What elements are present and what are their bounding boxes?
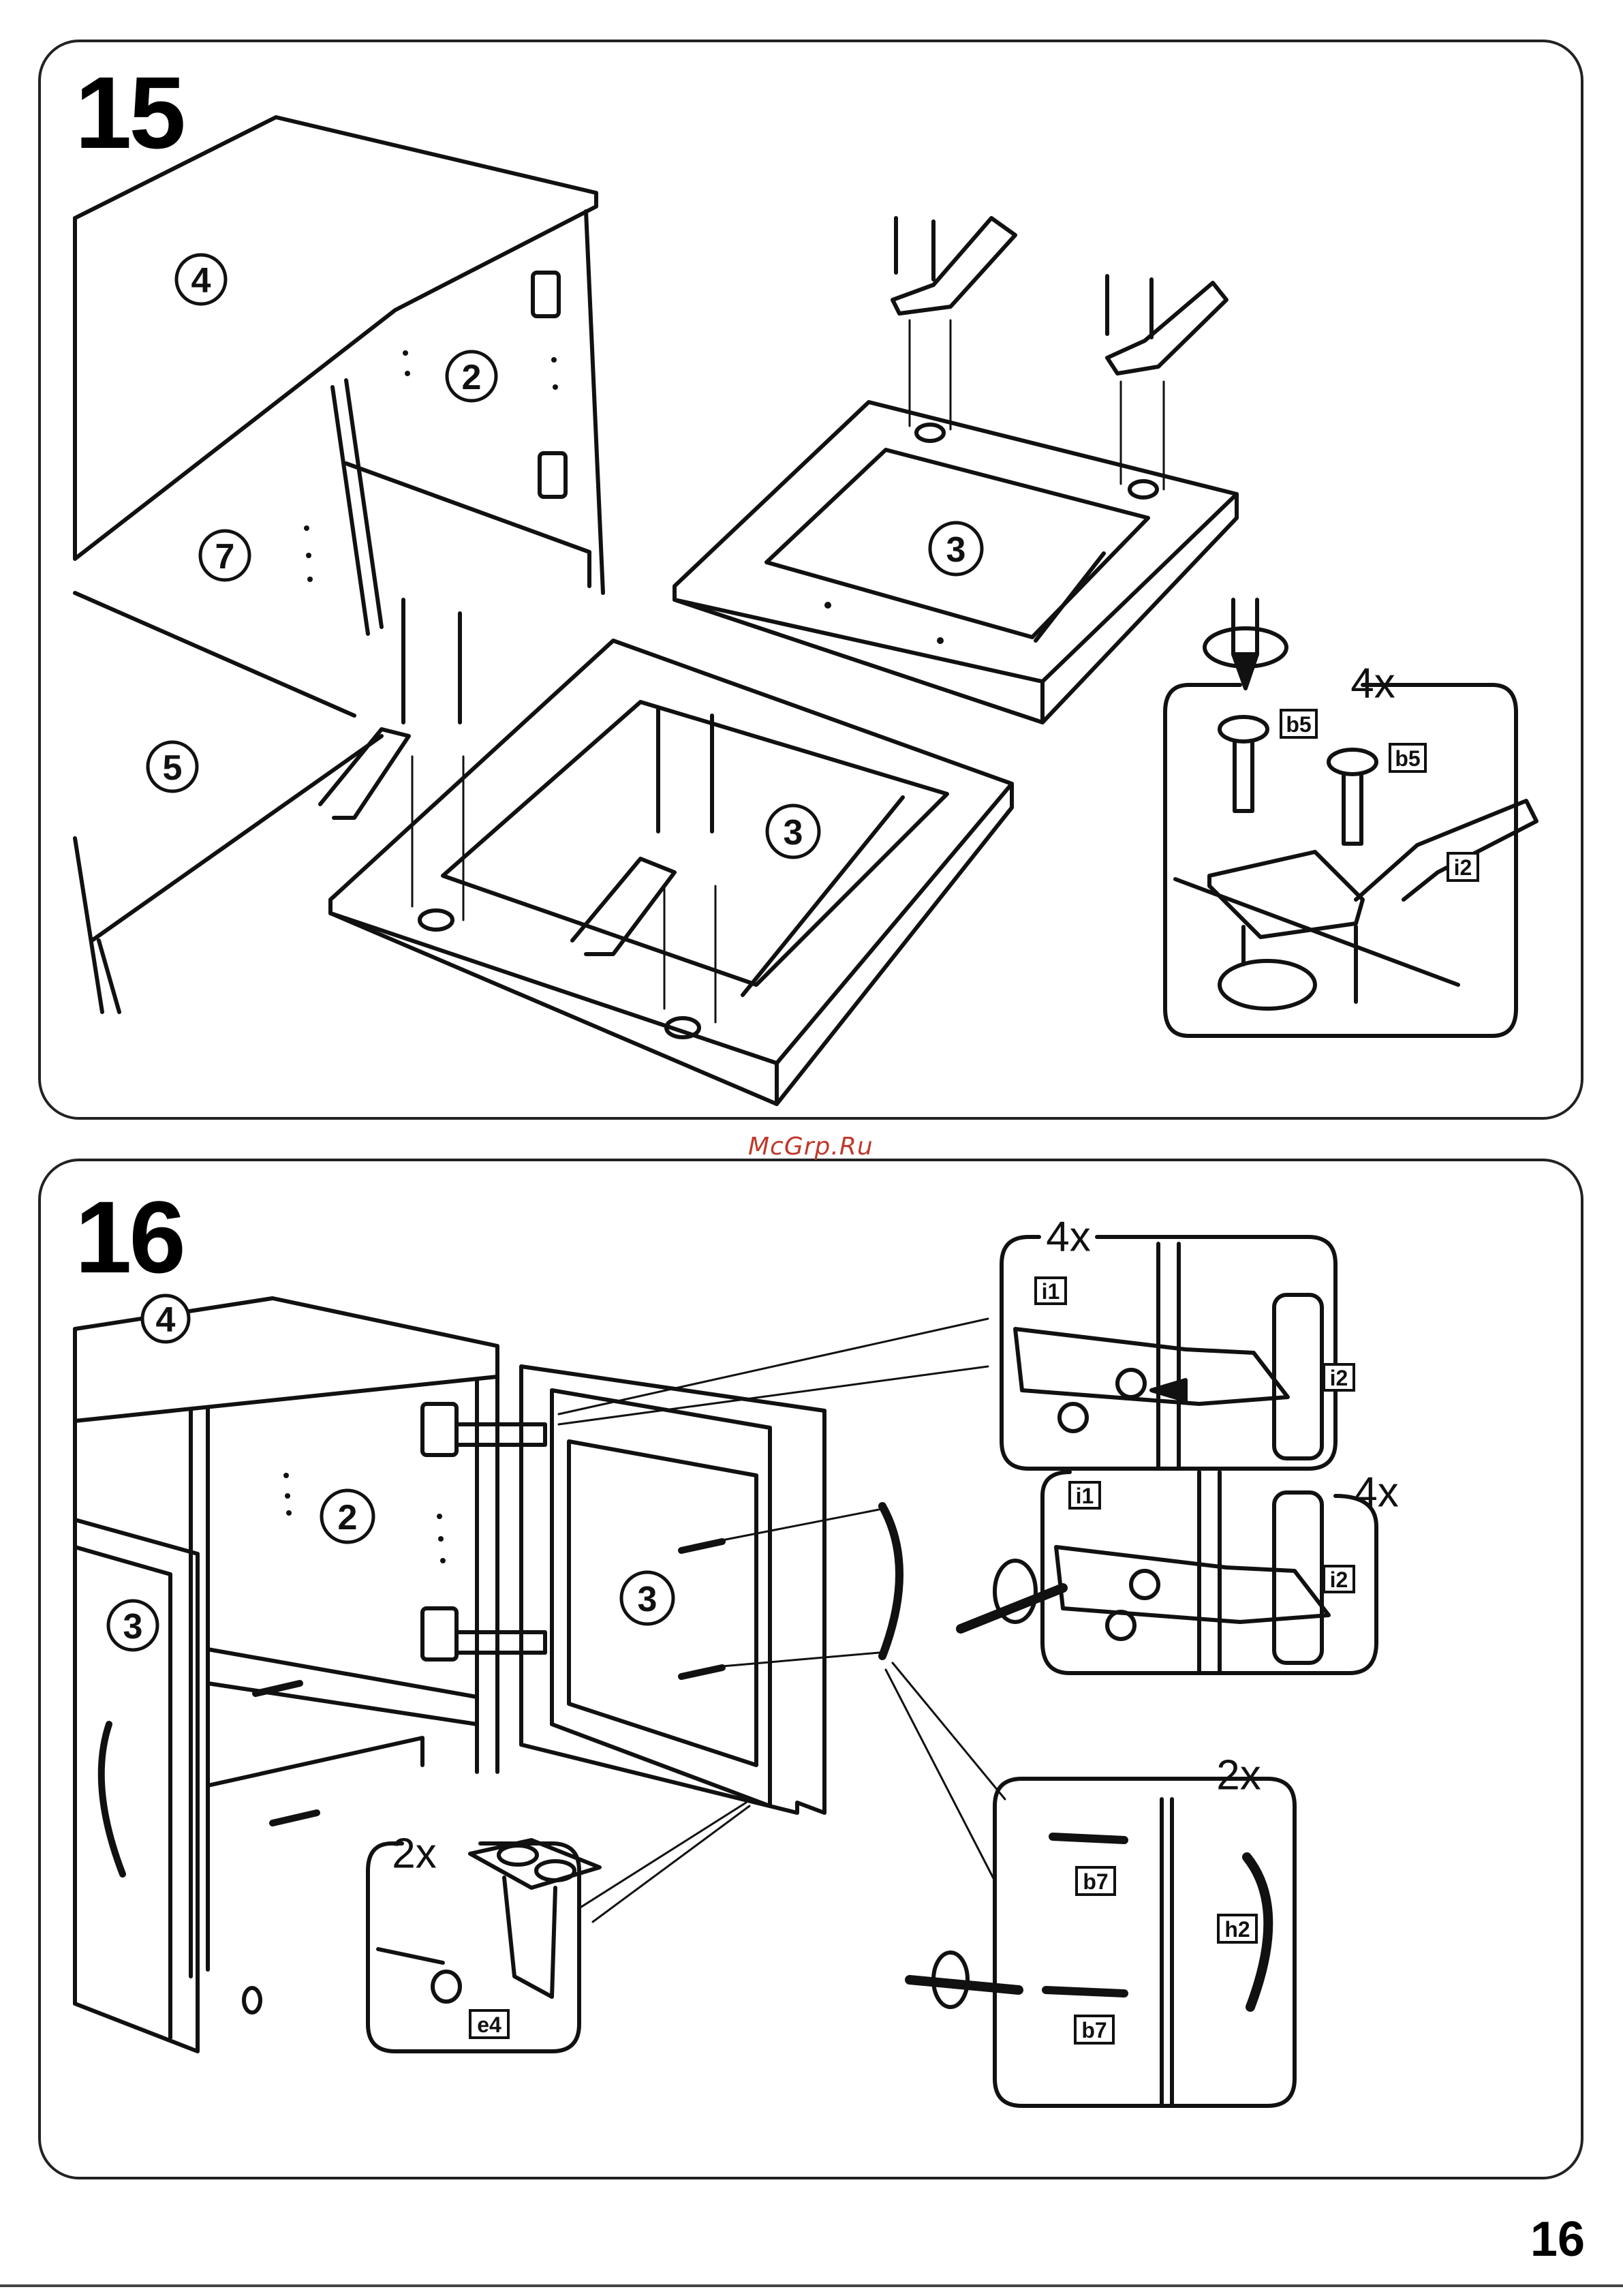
part-callout-5: 5 <box>163 748 183 788</box>
part-code-label: i1 <box>1042 1279 1060 1304</box>
part-callout-7: 7 <box>215 537 235 577</box>
part-callout-2: 2 <box>462 358 482 397</box>
part-code-label: h2 <box>1224 1917 1250 1942</box>
part-code-label: e4 <box>477 2012 501 2037</box>
quantity-label: 4x <box>1354 1469 1398 1516</box>
part-callout-3: 3 <box>784 813 803 853</box>
quantity-label: 4x <box>1046 1214 1090 1261</box>
part-callout-3: 3 <box>946 530 966 570</box>
bottom-rule <box>0 2284 1623 2287</box>
quantity-label: 2x <box>392 1831 436 1878</box>
quantity-label: 4x <box>1350 660 1395 707</box>
part-callout-4: 4 <box>191 261 211 301</box>
part-callout-3: 3 <box>638 1580 658 1619</box>
part-code-label: i1 <box>1076 1484 1094 1508</box>
part-code-label: b5 <box>1286 712 1311 737</box>
part-code-label: i2 <box>1330 1567 1348 1592</box>
part-callout-4: 4 <box>156 1300 176 1340</box>
part-callout-3: 3 <box>123 1607 143 1647</box>
part-code-label: i2 <box>1330 1366 1348 1390</box>
part-code-label: b7 <box>1081 2018 1107 2042</box>
part-code-label: i2 <box>1454 855 1472 880</box>
page-number: 16 <box>1530 2211 1585 2267</box>
part-code-label: b7 <box>1083 1869 1108 1894</box>
part-callout-2: 2 <box>338 1498 358 1537</box>
part-code-label: b5 <box>1395 746 1420 771</box>
quantity-label: 2x <box>1216 1752 1261 1799</box>
